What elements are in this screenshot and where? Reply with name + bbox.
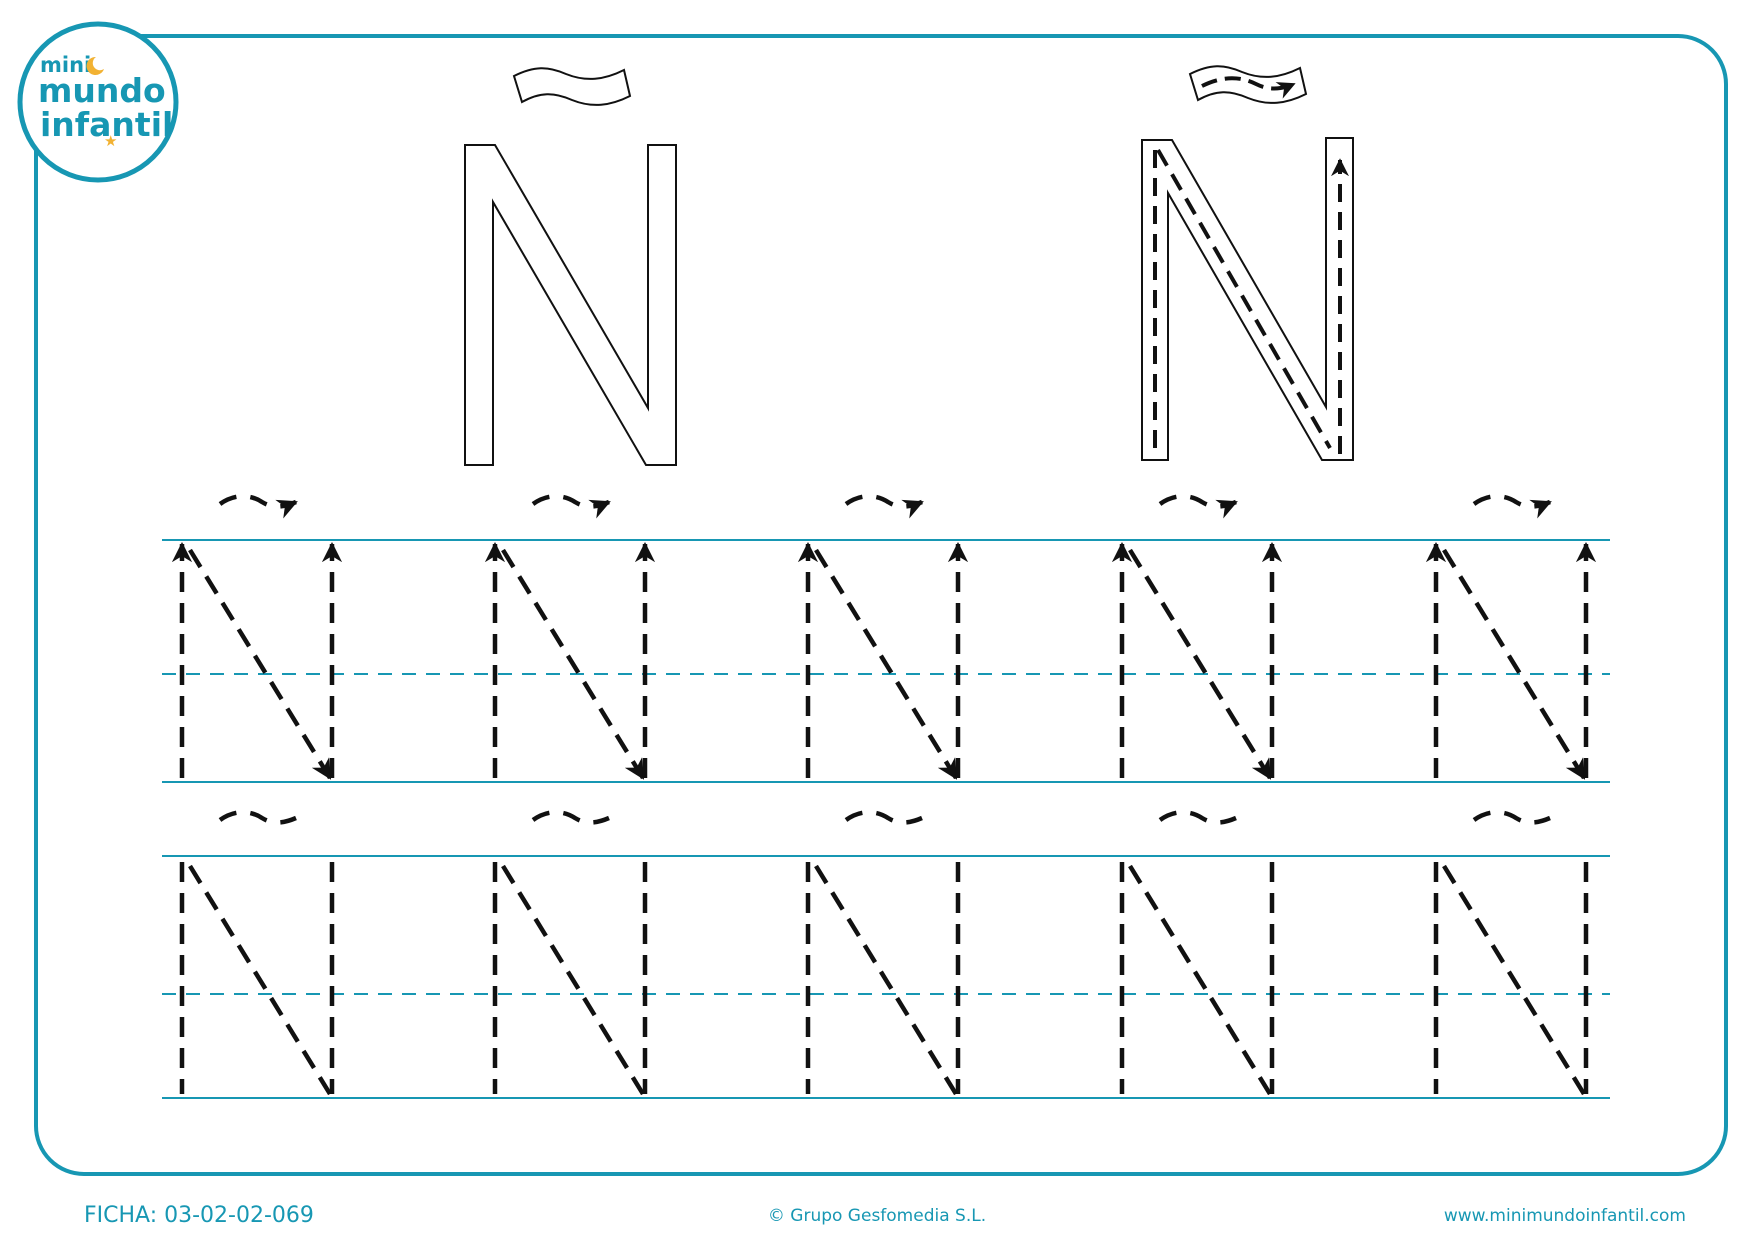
practice-stroke-diagonal bbox=[501, 548, 645, 780]
model-letter-guided bbox=[1141, 65, 1354, 461]
copyright: © Grupo Gesfomedia S.L. bbox=[767, 1206, 987, 1226]
practice-tilde bbox=[1158, 810, 1237, 825]
practice-lines bbox=[162, 539, 1610, 1099]
logo-line-1: mini bbox=[40, 53, 91, 77]
practice-stroke-diagonal bbox=[1442, 548, 1586, 780]
practice-tilde bbox=[531, 810, 610, 825]
logo: mini mundo infantil ★ bbox=[17, 21, 179, 183]
practice-stroke-diagonal bbox=[188, 864, 332, 1096]
letter-n-guide-outline bbox=[1141, 137, 1354, 461]
model-letter-outline bbox=[464, 67, 677, 466]
worksheet-frame bbox=[34, 34, 1728, 1176]
practice-tilde bbox=[1472, 810, 1551, 825]
guide-stroke-diagonal bbox=[1156, 149, 1332, 449]
star-icon: ★ bbox=[104, 132, 117, 150]
website-link[interactable]: www.minimundoinfantil.com bbox=[1443, 1206, 1686, 1226]
practice-stroke-diagonal bbox=[1442, 864, 1586, 1096]
tilde-outline bbox=[512, 67, 632, 106]
practice-stroke-diagonal bbox=[1128, 548, 1272, 780]
practice-tilde bbox=[844, 494, 924, 519]
logo-line-3: infantil bbox=[40, 105, 173, 144]
tilde-arrow bbox=[1201, 76, 1296, 99]
practice-letters bbox=[171, 494, 1597, 1096]
practice-tilde bbox=[531, 494, 611, 519]
practice-stroke-diagonal bbox=[501, 864, 645, 1096]
practice-tilde bbox=[1472, 494, 1552, 519]
practice-stroke-diagonal bbox=[814, 548, 958, 780]
letter-n-outline bbox=[464, 144, 677, 466]
sheet-code: FICHA: 03-02-02-069 bbox=[84, 1203, 314, 1228]
practice-tilde bbox=[218, 494, 298, 519]
practice-tilde bbox=[1158, 494, 1238, 519]
moon-icon bbox=[86, 56, 104, 75]
practice-tilde bbox=[844, 810, 923, 825]
practice-stroke-diagonal bbox=[188, 548, 332, 780]
logo-line-2: mundo bbox=[38, 71, 166, 110]
practice-stroke-diagonal bbox=[1128, 864, 1272, 1096]
practice-tilde bbox=[218, 810, 297, 825]
practice-stroke-diagonal bbox=[814, 864, 958, 1096]
